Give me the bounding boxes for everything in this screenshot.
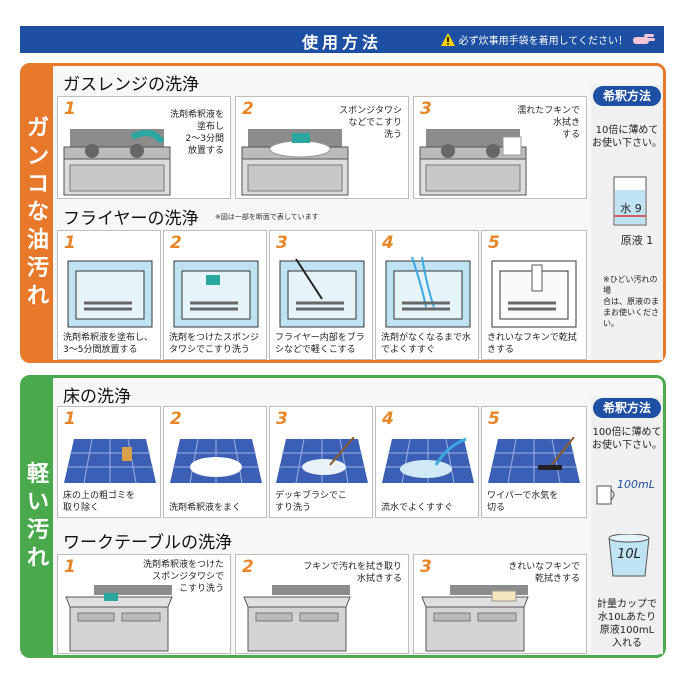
glove-icon bbox=[633, 34, 655, 44]
floor-step-4: 4 流水でよくすすぐ bbox=[375, 406, 479, 518]
fryer-step-2: 2 洗剤をつけたスポンジ タワシでこすり洗う bbox=[163, 230, 267, 360]
floor-title: 床の洗浄 bbox=[63, 387, 131, 407]
beaker-icon bbox=[613, 176, 647, 226]
light-dilution-box: 希釈方法 100倍に薄めて お使い下さい。 100mL 10L 計量カップで 水… bbox=[591, 396, 663, 654]
stock-ratio-label: 原液 1 bbox=[620, 234, 654, 247]
light-soil-sidebar: 軽 い 汚 れ bbox=[23, 378, 53, 655]
warning-text: 必ず炊事用手袋を着用してください！ bbox=[458, 36, 628, 47]
gas-range-icon bbox=[241, 129, 349, 196]
floor-tile-icon bbox=[488, 437, 580, 484]
work-table-icon bbox=[421, 585, 529, 652]
floor-step-1: 1 床の上の粗ゴミを 取り除く bbox=[57, 406, 161, 518]
fryer-step-5: 5 きれいなフキンで乾拭 きする bbox=[481, 230, 587, 360]
heavy-soil-label: ガ ン コ な 油 汚 れ bbox=[26, 116, 49, 309]
work-table-icon bbox=[65, 585, 173, 652]
page-header: 使用方法 必ず炊事用手袋を着用してください！ bbox=[20, 26, 664, 53]
floor-tile-icon bbox=[64, 438, 156, 484]
fryer-icon bbox=[385, 256, 471, 328]
floor-step-2: 2 洗剤希釈液をまく bbox=[163, 406, 267, 518]
measuring-cup-icon bbox=[596, 485, 615, 505]
heavy-dilution-badge: 希釈方法 bbox=[593, 86, 661, 106]
glove-warning: 必ず炊事用手袋を着用してください！ bbox=[440, 32, 656, 47]
table-step-1: 1 洗剤希釈液をつけた スポンジタワシで こすり洗う bbox=[57, 554, 231, 654]
fryer-title: フライヤーの洗浄 bbox=[63, 209, 199, 229]
table-step-3: 3 きれいなフキンで 乾拭きする bbox=[413, 554, 587, 654]
fryer-step-3: 3 フライヤー内部をブラ シなどで軽くこする bbox=[269, 230, 373, 360]
light-soil-label: 軽 い 汚 れ bbox=[26, 461, 49, 571]
fryer-icon bbox=[491, 260, 577, 328]
work-table-icon bbox=[243, 585, 351, 652]
gas-range-title: ガスレンジの洗浄 bbox=[63, 75, 199, 95]
light-dilution-badge: 希釈方法 bbox=[593, 398, 661, 418]
heavy-soil-sidebar: ガ ン コ な 油 汚 れ bbox=[23, 66, 53, 360]
warning-icon bbox=[440, 33, 455, 46]
fryer-note: ※図は一部を断面で表しています bbox=[215, 213, 319, 221]
page-title: 使用方法 bbox=[301, 33, 382, 52]
table-step-2: 2 フキンで汚れを拭き取り 水拭きする bbox=[235, 554, 409, 654]
light-soil-panel: 軽 い 汚 れ 床の洗浄 1 床の上の粗ゴミを 取り除く 2 洗剤希釈液をまく bbox=[20, 375, 666, 658]
floor-tile-icon bbox=[170, 438, 262, 484]
fryer-icon bbox=[67, 260, 153, 328]
floor-tile-icon bbox=[382, 437, 474, 484]
work-table-title: ワークテーブルの洗浄 bbox=[63, 533, 232, 553]
gas-step-3: 3 濡れたフキンで 水拭き する bbox=[413, 96, 587, 199]
gas-step-1: 1 洗剤希釈液を 塗布し 2～3分間 放置する bbox=[57, 96, 231, 199]
gas-range-icon bbox=[419, 129, 527, 196]
gas-range-icon bbox=[63, 129, 171, 196]
bucket-volume-label: 10L bbox=[617, 547, 641, 562]
water-ratio-label: 水 9 bbox=[620, 202, 642, 215]
fryer-step-1: 1 洗剤希釈液を塗布し、 3～5分間放置する bbox=[57, 230, 161, 360]
heavy-dilution-box: 希釈方法 10倍に薄めて お使い下さい。 水 9 原液 1 ※ひどい汚れの場 合… bbox=[591, 84, 663, 360]
fryer-icon bbox=[173, 260, 259, 328]
fryer-icon bbox=[279, 258, 365, 328]
heavy-soil-panel: ガ ン コ な 油 汚 れ ガスレンジの洗浄 1 洗剤希釈液を 塗布し 2～3分… bbox=[20, 63, 666, 363]
gas-step-2: 2 スポンジタワシ などでこすり 洗う bbox=[235, 96, 409, 199]
floor-tile-icon bbox=[276, 437, 368, 484]
fryer-step-4: 4 洗剤がなくなるまで水 でよくすすぐ bbox=[375, 230, 479, 360]
floor-step-5: 5 ワイパーで水気を 切る bbox=[481, 406, 587, 518]
cup-volume-label: 100mL bbox=[617, 478, 655, 491]
floor-step-3: 3 デッキブラシでこ すり洗う bbox=[269, 406, 373, 518]
bucket-icon bbox=[608, 534, 650, 577]
